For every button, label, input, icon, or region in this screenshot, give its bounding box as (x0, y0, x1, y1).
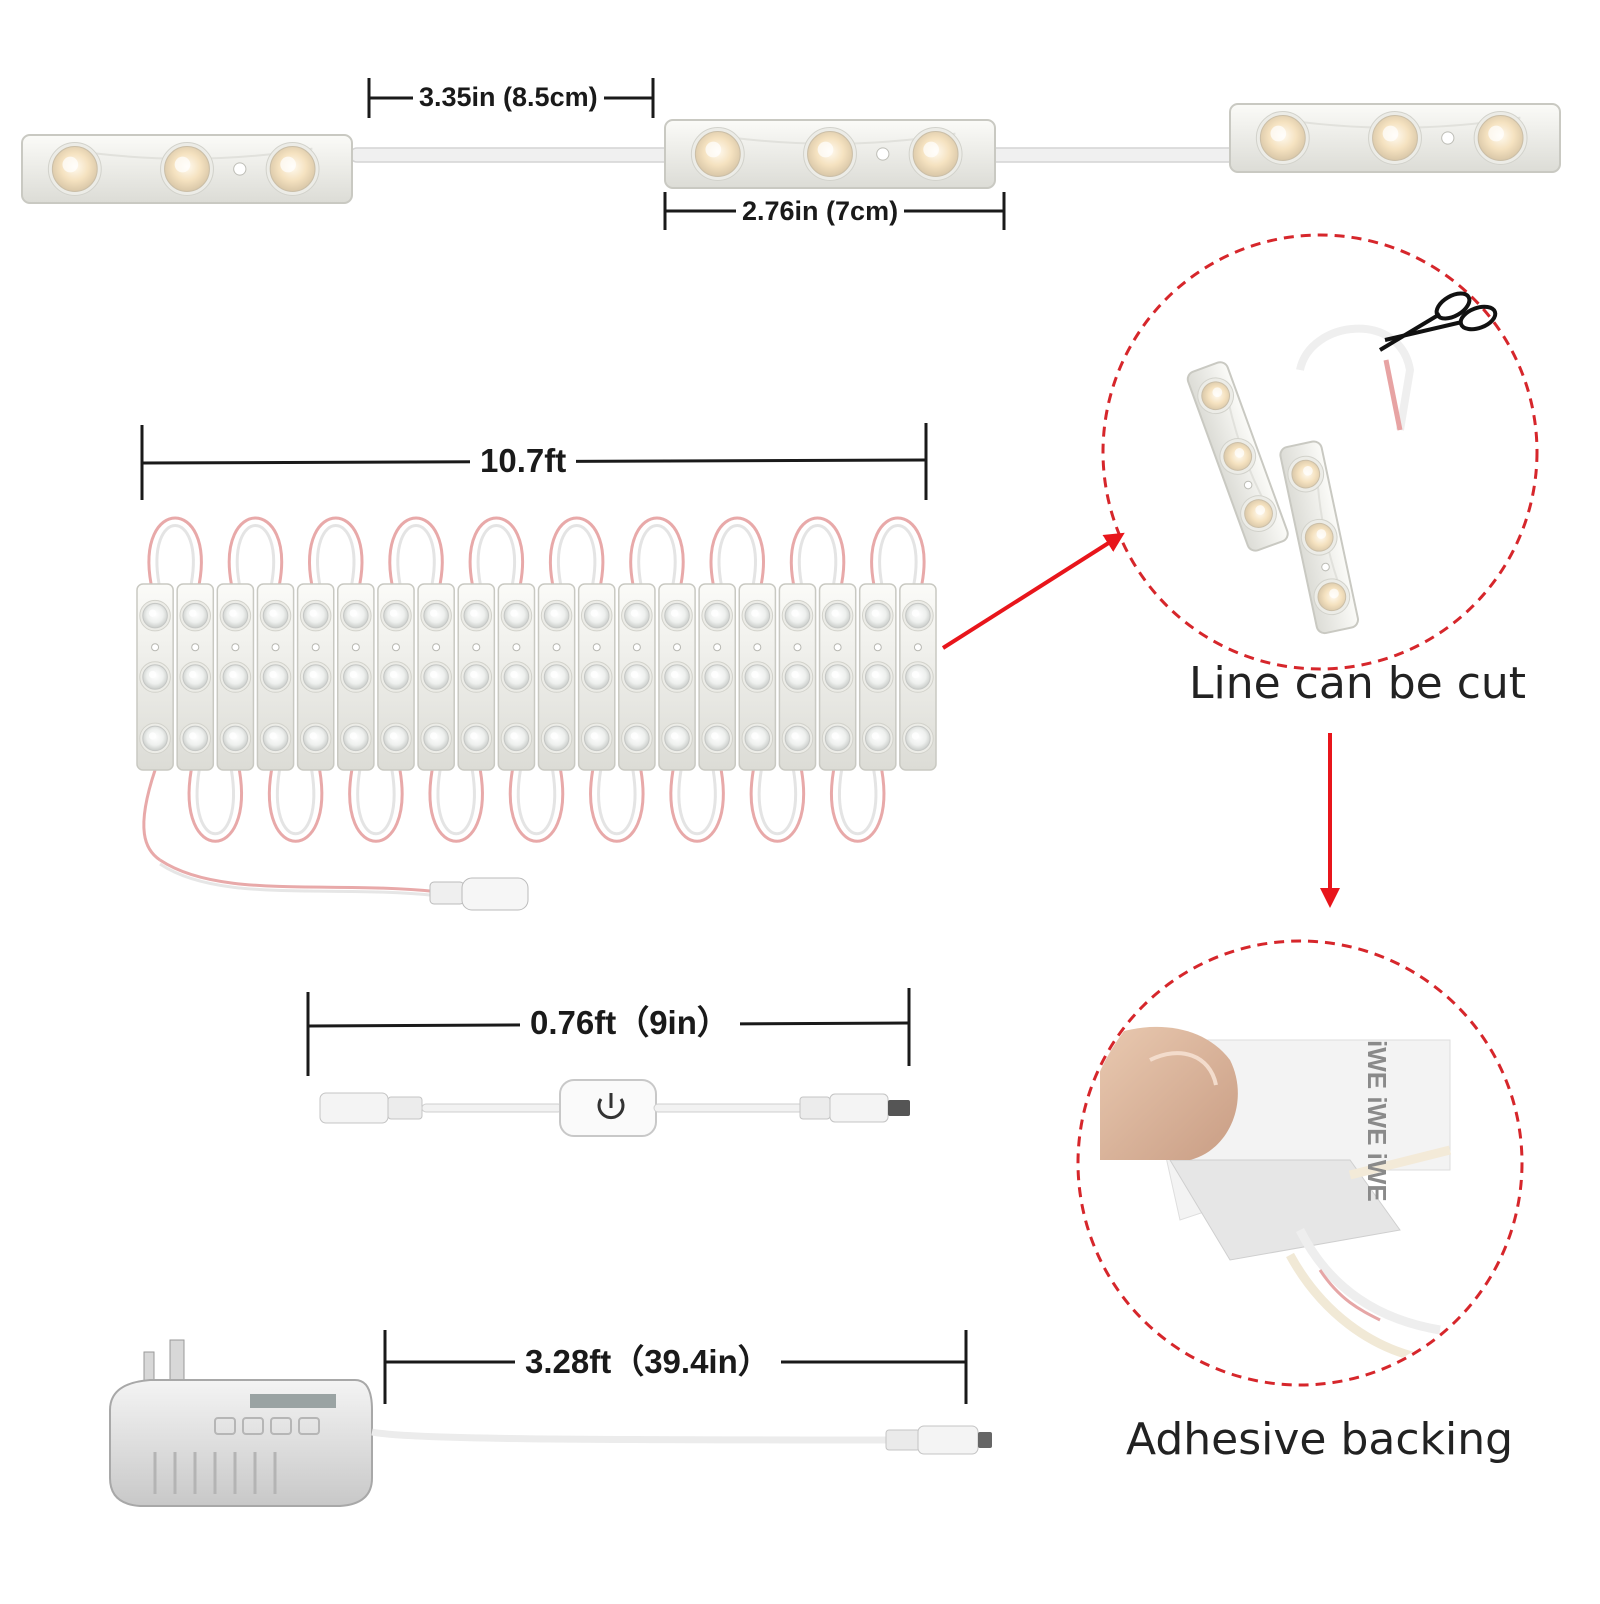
scissors-icon (1378, 291, 1498, 352)
switch-cable-label: 0.76ft（9in） (520, 1006, 740, 1039)
led-module-3 (1229, 103, 1561, 173)
power-adapter (109, 1339, 992, 1507)
dc-female-connector (159, 858, 529, 911)
led-module-2 (664, 119, 996, 189)
module-spacing-label: 3.35in (8.5cm) (413, 84, 604, 111)
adhesive-detail-circle (1076, 939, 1524, 1387)
led-module-1 (21, 134, 353, 204)
arrow-to-cut-circle (941, 532, 1125, 650)
chain-wire-loops (142, 516, 926, 862)
switch-cable (319, 1079, 910, 1137)
adhesive-tape-print: iWE iWE iWE (1362, 1040, 1392, 1202)
chain-length-label: 10.7ft (470, 444, 577, 477)
power-icon (597, 1093, 625, 1120)
adhesive-caption: Adhesive backing (1126, 1414, 1514, 1465)
module-length-label: 2.76in (7cm) (736, 198, 905, 225)
top-module-row (21, 103, 1561, 204)
cut-detail-circle (1101, 233, 1539, 671)
cut-caption: Line can be cut (1189, 658, 1527, 709)
adapter-cable-label: 3.28ft（39.4in） (515, 1345, 781, 1378)
module-chain (136, 583, 937, 771)
